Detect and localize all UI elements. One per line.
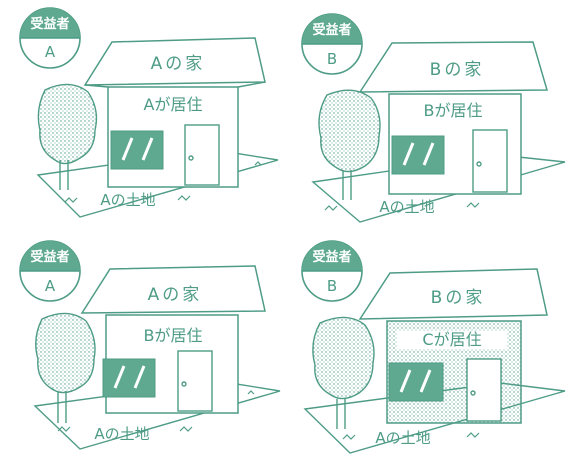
scenario-panel-3: 受益者 A Aの家 Bが居住 Aの土地 [0,231,285,461]
resident-label: Bが居住 [423,101,483,120]
window-icon [391,135,445,175]
land-label: Aの土地 [379,198,435,216]
house-label: Bの家 [430,288,486,308]
badge-title: 受益者 [30,17,70,32]
scenario-illustration [19,240,281,450]
window-icon [388,362,444,402]
grass-tuft-icon [57,390,255,432]
land-label: Aの土地 [375,429,431,447]
window-icon [110,130,164,170]
badge-title: 受益者 [30,250,70,265]
window-icon [102,358,156,398]
beneficiary-badge [19,7,81,69]
grass-tuft-icon [342,432,480,440]
door-icon [184,124,220,186]
tree-icon [312,316,375,429]
house-icon [80,265,266,414]
door-icon [472,129,508,193]
house-label: Aの家 [150,54,206,74]
tree-icon [37,83,98,190]
scenario-illustration [19,7,279,218]
badge-title: 受益者 [312,250,352,265]
scenario-panel-2: 受益者 B Bの家 Bが居住 Aの土地 [285,0,570,230]
door-icon [466,358,502,422]
badge-letter: A [44,277,56,295]
land-label: Aの土地 [100,191,156,209]
door-icon [177,350,213,412]
resident-label: Aが居住 [143,95,203,114]
scenario-panel-4: 受益者 B Bの家 Cが居住 Aの土地 [285,231,570,461]
tree-icon [318,89,381,200]
resident-label: Bが居住 [143,326,203,345]
badge-title: 受益者 [312,23,352,38]
beneficiary-badge [19,240,81,302]
grass-tuft-icon [324,202,480,211]
beneficiary-badge [301,240,363,302]
badge-letter: B [326,277,338,295]
house-label: Aの家 [147,285,203,305]
scenario-illustration [301,13,566,223]
house-label: Bの家 [429,60,485,80]
tree-icon [35,312,96,423]
scenario-panel-1: 受益者 A Aの家 Aが居住 Aの土地 [0,0,285,230]
grass-tuft-icon [64,161,262,203]
badge-letter: A [44,43,56,61]
beneficiary-badge [301,13,363,75]
land-label: Aの土地 [94,425,150,443]
badge-letter: B [326,50,338,68]
resident-label: Cが居住 [397,331,507,349]
